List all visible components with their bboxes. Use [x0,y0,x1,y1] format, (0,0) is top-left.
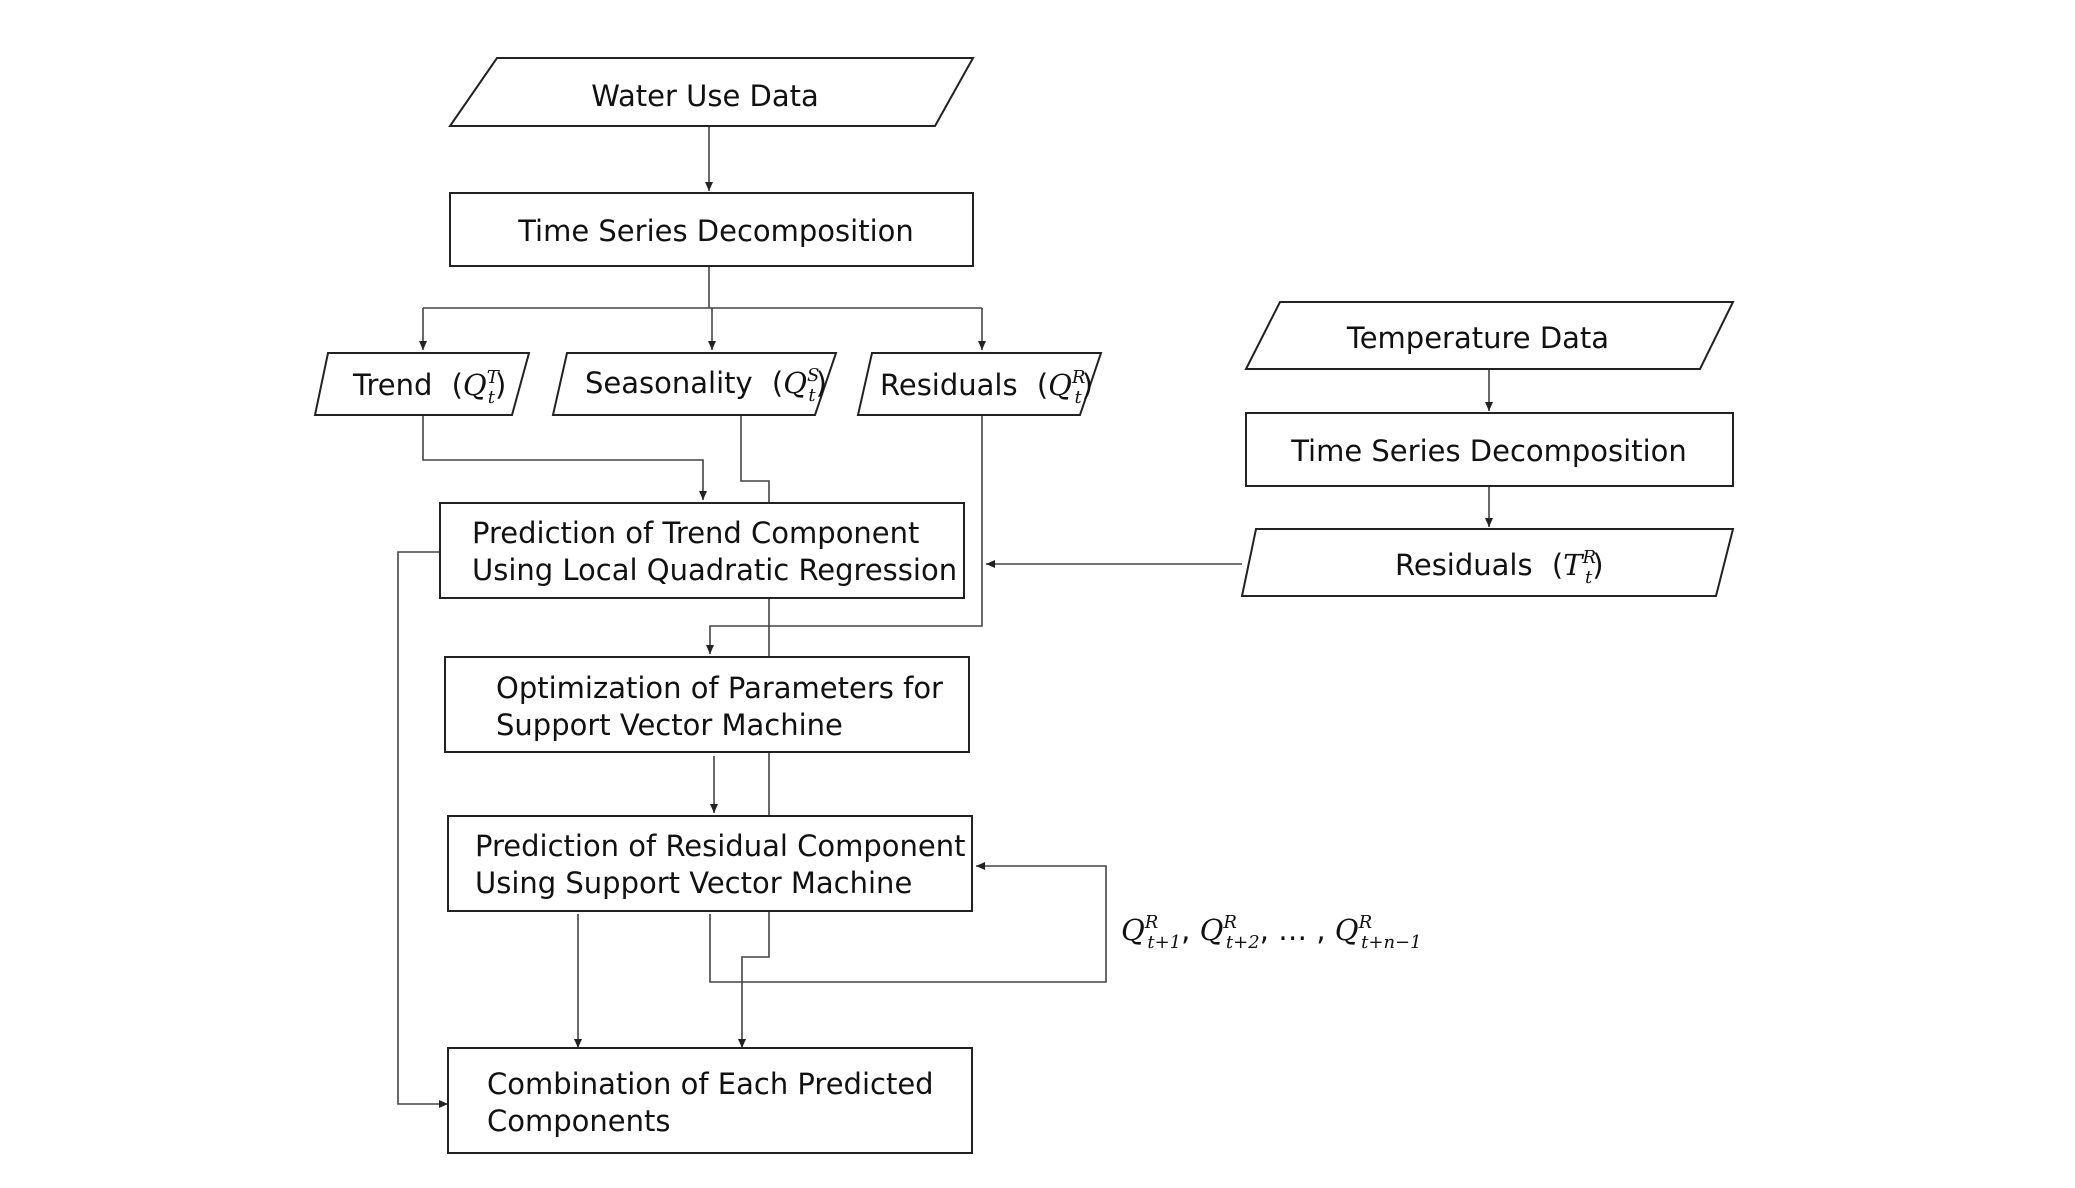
time-series-decomposition-water-label: Time Series Decomposition [517,214,914,248]
edges [397,126,1493,1108]
residuals-temperature-symbol: T [1563,548,1585,582]
feedback-term-2-subscript: t+2 [1226,932,1260,953]
residual-prediction-line-1: Prediction of Residual Component [475,829,966,863]
residuals-temperature-subscript: t [1585,567,1593,588]
residuals-water-open-paren: ( [1037,368,1048,402]
temperature-data-label: Temperature Data [1346,321,1609,355]
feedback-term-3-symbol: Q [1335,913,1359,947]
feedback-term-2-symbol: Q [1200,913,1224,947]
process-box [444,656,970,753]
residuals-water-close-paren: ) [1082,368,1093,402]
feedback-term-3-superscript: R [1358,912,1373,933]
trend-label-text: Trend [352,368,432,402]
data-parallelogram [856,352,1103,416]
seasonality-label-text: Seasonality [585,366,753,400]
residuals-temperature-label-text: Residuals [1395,548,1533,582]
edge-residuals-to-svm-optimization [706,415,983,654]
feedback-comma-1: , [1181,913,1199,947]
water-use-data-label: Water Use Data [591,79,819,113]
residuals-temperature-close-paren: ) [1592,548,1603,582]
residuals-water-subscript: t [1074,387,1082,408]
trend-prediction-line-1: Prediction of Trend Component [472,516,919,550]
trend-symbol: Q [463,368,487,402]
water-use-data-node: Water Use Data [448,57,975,127]
data-parallelogram [1240,528,1735,597]
edge-trend-prediction-to-combination [397,551,448,1108]
trend-close-paren: ) [495,368,506,402]
combination-line-2: Components [487,1104,670,1138]
feedback-term-1-superscript: R [1144,912,1159,933]
trend-prediction-node: Prediction of Trend Component Using Loca… [439,502,965,599]
feedback-term-1-subscript: t+1 [1147,932,1181,953]
data-input-parallelogram [1244,301,1735,370]
time-series-decomposition-temperature-node: Time Series Decomposition [1245,412,1734,487]
seasonality-open-paren: ( [772,366,783,400]
trend-subscript: t [488,387,496,408]
feedback-term-3-subscript: t+n−1 [1361,932,1421,953]
process-box [1245,412,1734,487]
residuals-temperature-open-paren: ( [1552,548,1563,582]
process-box [449,192,974,267]
seasonality-close-paren: ) [816,366,827,400]
combination-line-1: Combination of Each Predicted [487,1067,934,1101]
data-parallelogram [313,352,531,416]
trend-prediction-line-2: Using Local Quadratic Regression [472,553,957,587]
combination-node: Combination of Each Predicted Components [447,1047,973,1154]
residual-prediction-node: Prediction of Residual Component Using S… [447,815,973,912]
feedback-term-1-symbol: Q [1121,913,1145,947]
trend-superscript: T [487,367,501,388]
trend-open-paren: ( [452,368,463,402]
process-box [447,1047,973,1154]
residuals-temperature-superscript: R [1581,547,1596,568]
svm-optimization-line-2: Support Vector Machine [496,708,843,742]
temperature-data-node: Temperature Data [1244,301,1735,370]
residuals-water-label-text: Residuals [880,368,1018,402]
seasonality-superscript: S [807,365,819,386]
edge-feedback-loop [709,862,1107,983]
residuals-water-superscript: R [1071,367,1086,388]
feedback-ellipsis: … [1278,913,1307,947]
svm-optimization-node: Optimization of Parameters for Support V… [444,656,970,753]
residuals-water-symbol: Q [1048,368,1072,402]
data-parallelogram [551,352,838,416]
time-series-decomposition-temperature-label: Time Series Decomposition [1290,434,1687,468]
svm-optimization-line-1: Optimization of Parameters for [496,671,943,705]
data-input-parallelogram [448,57,975,127]
time-series-decomposition-water-node: Time Series Decomposition [449,192,974,267]
feedback-comma-2: , [1260,913,1278,947]
edge-trend-to-trend-prediction [422,415,707,500]
seasonality-subscript: t [808,385,816,406]
feedback-comma-3: , [1307,913,1335,947]
seasonality-symbol: Q [783,366,807,400]
residual-prediction-line-2: Using Support Vector Machine [475,866,912,900]
process-box [439,502,965,599]
feedback-term-2-superscript: R [1222,912,1237,933]
process-box [447,815,973,912]
